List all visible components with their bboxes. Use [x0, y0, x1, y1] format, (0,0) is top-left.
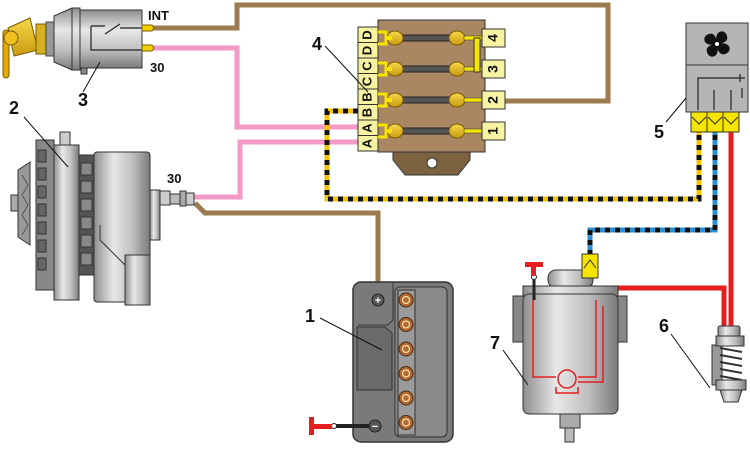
battery-cell-cap [398, 341, 414, 357]
wire-blue-black-relay-to-motor [587, 125, 718, 312]
relay-connector [690, 111, 740, 133]
wire-pink-generator-to-fuse-a [192, 139, 358, 200]
battery-cell-cap [398, 390, 414, 406]
fuse[interactable] [378, 61, 483, 77]
fuse[interactable] [378, 30, 483, 46]
battery[interactable]: + − [309, 281, 454, 443]
fuse-terminal-label: B [359, 108, 374, 117]
ignition-switch[interactable] [2, 7, 155, 79]
terminal-label-30-generator: 30 [167, 171, 181, 186]
fuse-number-box [481, 90, 506, 110]
fuse-number-box [481, 28, 506, 48]
terminal-label-int: INT [148, 8, 169, 23]
callouts [23, 45, 711, 389]
ground-icon [309, 417, 332, 435]
battery-cell-cap [398, 415, 414, 430]
callout-3: 3 [78, 90, 88, 110]
fuse-terminal-label: D [359, 46, 374, 55]
fuse-number-box [481, 121, 506, 141]
fuse-number-label: 2 [485, 96, 501, 104]
battery-cell-cap [398, 317, 414, 332]
callout-7: 7 [490, 333, 500, 353]
callout-2: 2 [9, 98, 19, 118]
fuse-terminal-label-box [357, 135, 379, 152]
battery-minus-sign: − [372, 421, 378, 433]
fuse-terminal-label: A [359, 138, 374, 148]
callout-5: 5 [654, 122, 664, 142]
fuse-number-label: 4 [485, 34, 501, 42]
battery-cell-cap [398, 292, 414, 308]
fuse-number-label: 1 [485, 127, 501, 135]
callout-4: 4 [312, 34, 322, 54]
wire-brown-generator-to-battery [193, 201, 381, 300]
battery-plus-sign: + [375, 295, 381, 307]
fuse-number-box [481, 59, 506, 79]
wire-brown-ignition-to-fuse2 [152, 2, 611, 104]
callout-6: 6 [659, 316, 669, 336]
ground-icon [525, 262, 543, 276]
switch-contact-symbol [90, 23, 142, 51]
callout-1: 1 [305, 306, 315, 326]
jumper-4-3 [473, 37, 481, 73]
generator[interactable] [10, 131, 195, 306]
fuse-terminal-label: A [359, 123, 374, 133]
fuse-number-label: 3 [485, 65, 501, 73]
mounting-hole [426, 157, 438, 169]
battery-cell-cap [398, 366, 414, 381]
fuse-terminal-label: C [359, 76, 374, 86]
thermal-switch[interactable] [711, 325, 747, 403]
fuse-terminal-label: D [359, 30, 374, 39]
inline-connector [581, 253, 599, 279]
fan-motor[interactable] [512, 253, 628, 443]
fan-relay[interactable] [685, 22, 749, 133]
terminal-label-30-ignition: 30 [150, 60, 164, 75]
fan-icon [704, 31, 730, 57]
motor-schematic [532, 300, 604, 383]
fuse[interactable] [378, 92, 483, 108]
fuse-terminal-label: B [359, 92, 374, 101]
key-icon [2, 17, 47, 79]
wire-pink-ignition-to-fuse-a [152, 45, 358, 130]
battery-positive-terminal[interactable] [371, 293, 385, 307]
fuse-terminal-label: C [359, 61, 374, 71]
